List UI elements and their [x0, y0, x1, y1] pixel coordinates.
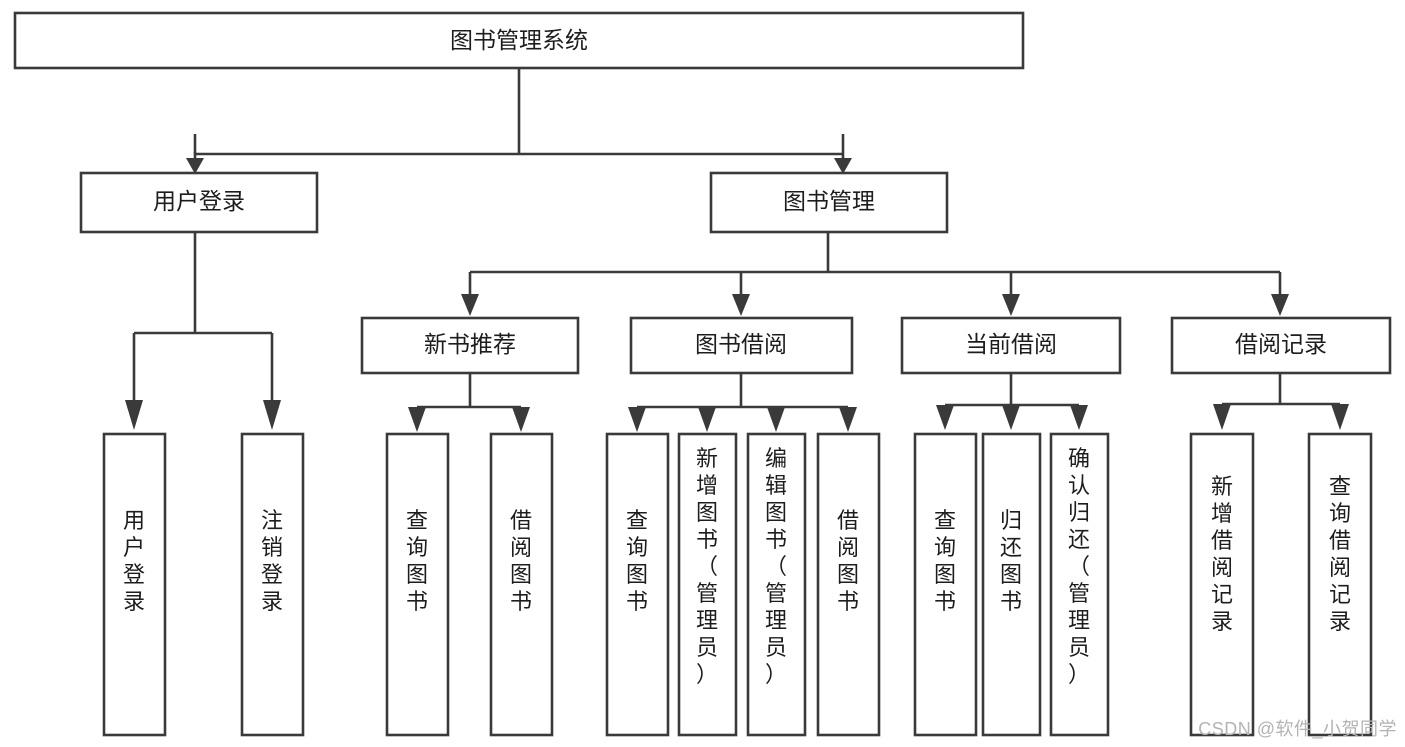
arrowhead-to-user-login	[186, 158, 204, 174]
arrowhead-to-borrow-record	[1271, 294, 1289, 316]
arrowhead-to-leaf-add-record	[1213, 404, 1231, 430]
node-leaf-query-book-1-label: 查询图书	[406, 508, 428, 614]
arrowhead-to-leaf-user-login	[125, 400, 143, 430]
node-borrow-record-label: 借阅记录	[1235, 331, 1327, 357]
arrowhead-to-book-management	[834, 158, 852, 174]
node-leaf-logout[interactable]: 注销登录	[240, 432, 305, 737]
connector-layer	[125, 68, 1349, 432]
node-leaf-return-book[interactable]: 归还图书	[981, 432, 1042, 737]
arrowhead-to-book-borrow	[732, 294, 750, 316]
node-leaf-add-record-label: 新增借阅记录	[1211, 474, 1233, 634]
node-leaf-borrow-book-1-label: 借阅图书	[510, 508, 532, 614]
node-user-login-box[interactable]	[79, 171, 319, 234]
arrowhead-to-leaf-borrow-book-1	[512, 407, 530, 432]
node-leaf-add-record-box[interactable]	[1189, 432, 1255, 737]
node-leaf-borrow-book-1-box[interactable]	[489, 432, 554, 737]
node-leaf-add-record[interactable]: 新增借阅记录	[1189, 432, 1255, 737]
node-new-book-recommend-box[interactable]	[360, 316, 580, 375]
node-current-borrow-box[interactable]	[900, 316, 1122, 375]
csdn-watermark: CSDN @软件_小贺同学	[1198, 719, 1397, 739]
node-leaf-return-book-label: 归还图书	[1000, 508, 1022, 614]
node-root-label: 图书管理系统	[450, 27, 588, 53]
node-leaf-return-book-box[interactable]	[981, 432, 1042, 737]
node-leaf-query-record-box[interactable]	[1307, 432, 1373, 737]
node-borrow-record-box[interactable]	[1170, 316, 1392, 375]
node-leaf-query-book-2[interactable]: 查询图书	[605, 432, 670, 737]
node-root[interactable]: 图书管理系统	[13, 11, 1025, 70]
arrowhead-to-leaf-edit-book	[767, 407, 785, 432]
node-current-borrow[interactable]: 当前借阅	[900, 316, 1122, 375]
node-borrow-record[interactable]: 借阅记录	[1170, 316, 1392, 375]
node-leaf-user-login-label: 用户登录	[123, 508, 145, 614]
arrowhead-to-current-borrow	[1002, 294, 1020, 316]
node-leaf-add-book[interactable]: 新增图书（管理员）	[677, 432, 738, 737]
node-leaf-borrow-book-2[interactable]: 借阅图书	[816, 432, 881, 737]
node-leaf-add-book-label: 新增图书（管理员）	[696, 446, 718, 687]
node-leaf-query-record-label: 查询借阅记录	[1329, 474, 1351, 634]
node-book-borrow-label: 图书借阅	[695, 331, 787, 357]
node-leaf-query-record[interactable]: 查询借阅记录	[1307, 432, 1373, 737]
node-book-borrow-box[interactable]	[629, 316, 854, 375]
node-leaf-query-book-3-box[interactable]	[913, 432, 978, 737]
arrowhead-to-leaf-query-book-3	[936, 405, 954, 430]
arrowhead-to-leaf-add-book	[698, 407, 716, 432]
node-user-login-label: 用户登录	[153, 188, 245, 214]
node-leaf-confirm-return[interactable]: 确认归还（管理员）	[1049, 432, 1110, 737]
node-leaf-user-login[interactable]: 用户登录	[102, 432, 167, 737]
node-current-borrow-label: 当前借阅	[965, 331, 1057, 357]
node-leaf-add-book-box[interactable]	[677, 432, 738, 737]
node-book-borrow[interactable]: 图书借阅	[629, 316, 854, 375]
node-book-management-box[interactable]	[709, 171, 949, 234]
node-leaf-query-book-3[interactable]: 查询图书	[913, 432, 978, 737]
node-book-management-label: 图书管理	[783, 188, 875, 214]
node-leaf-logout-label: 注销登录	[261, 508, 283, 614]
node-user-login[interactable]: 用户登录	[79, 171, 319, 234]
arrowhead-to-leaf-logout	[263, 400, 281, 430]
node-book-management[interactable]: 图书管理	[709, 171, 949, 234]
node-leaf-query-book-1[interactable]: 查询图书	[385, 432, 450, 737]
node-leaf-borrow-book-2-label: 借阅图书	[837, 508, 859, 614]
node-leaf-query-book-3-label: 查询图书	[934, 508, 956, 614]
node-leaf-edit-book-box[interactable]	[746, 432, 807, 737]
arrowhead-to-leaf-borrow-book-2	[839, 407, 857, 432]
node-leaf-query-book-2-box[interactable]	[605, 432, 670, 737]
arrowhead-to-leaf-confirm-return	[1070, 405, 1088, 430]
node-root-box[interactable]	[13, 11, 1025, 70]
node-leaf-query-book-1-box[interactable]	[385, 432, 450, 737]
node-leaf-edit-book-label: 编辑图书（管理员）	[765, 446, 787, 687]
node-leaf-borrow-book-2-box[interactable]	[816, 432, 881, 737]
arrowhead-to-new-book-recommend	[461, 294, 479, 316]
arrowhead-to-leaf-query-book-1	[408, 407, 426, 432]
node-leaf-confirm-return-label: 确认归还（管理员）	[1068, 446, 1090, 687]
node-new-book-recommend-label: 新书推荐	[424, 331, 516, 357]
node-leaf-query-book-2-label: 查询图书	[626, 508, 648, 614]
arrowhead-to-leaf-query-record	[1331, 404, 1349, 430]
arrowhead-to-leaf-return-book	[1002, 405, 1020, 430]
node-leaf-logout-box[interactable]	[240, 432, 305, 737]
node-new-book-recommend[interactable]: 新书推荐	[360, 316, 580, 375]
node-layer: 图书管理系统 用户登录 图书管理 新书推荐 图书借阅	[13, 11, 1392, 737]
node-leaf-user-login-box[interactable]	[102, 432, 167, 737]
arrowhead-to-leaf-query-book-2	[628, 407, 646, 432]
node-leaf-confirm-return-box[interactable]	[1049, 432, 1110, 737]
node-leaf-borrow-book-1[interactable]: 借阅图书	[489, 432, 554, 737]
node-leaf-edit-book[interactable]: 编辑图书（管理员）	[746, 432, 807, 737]
